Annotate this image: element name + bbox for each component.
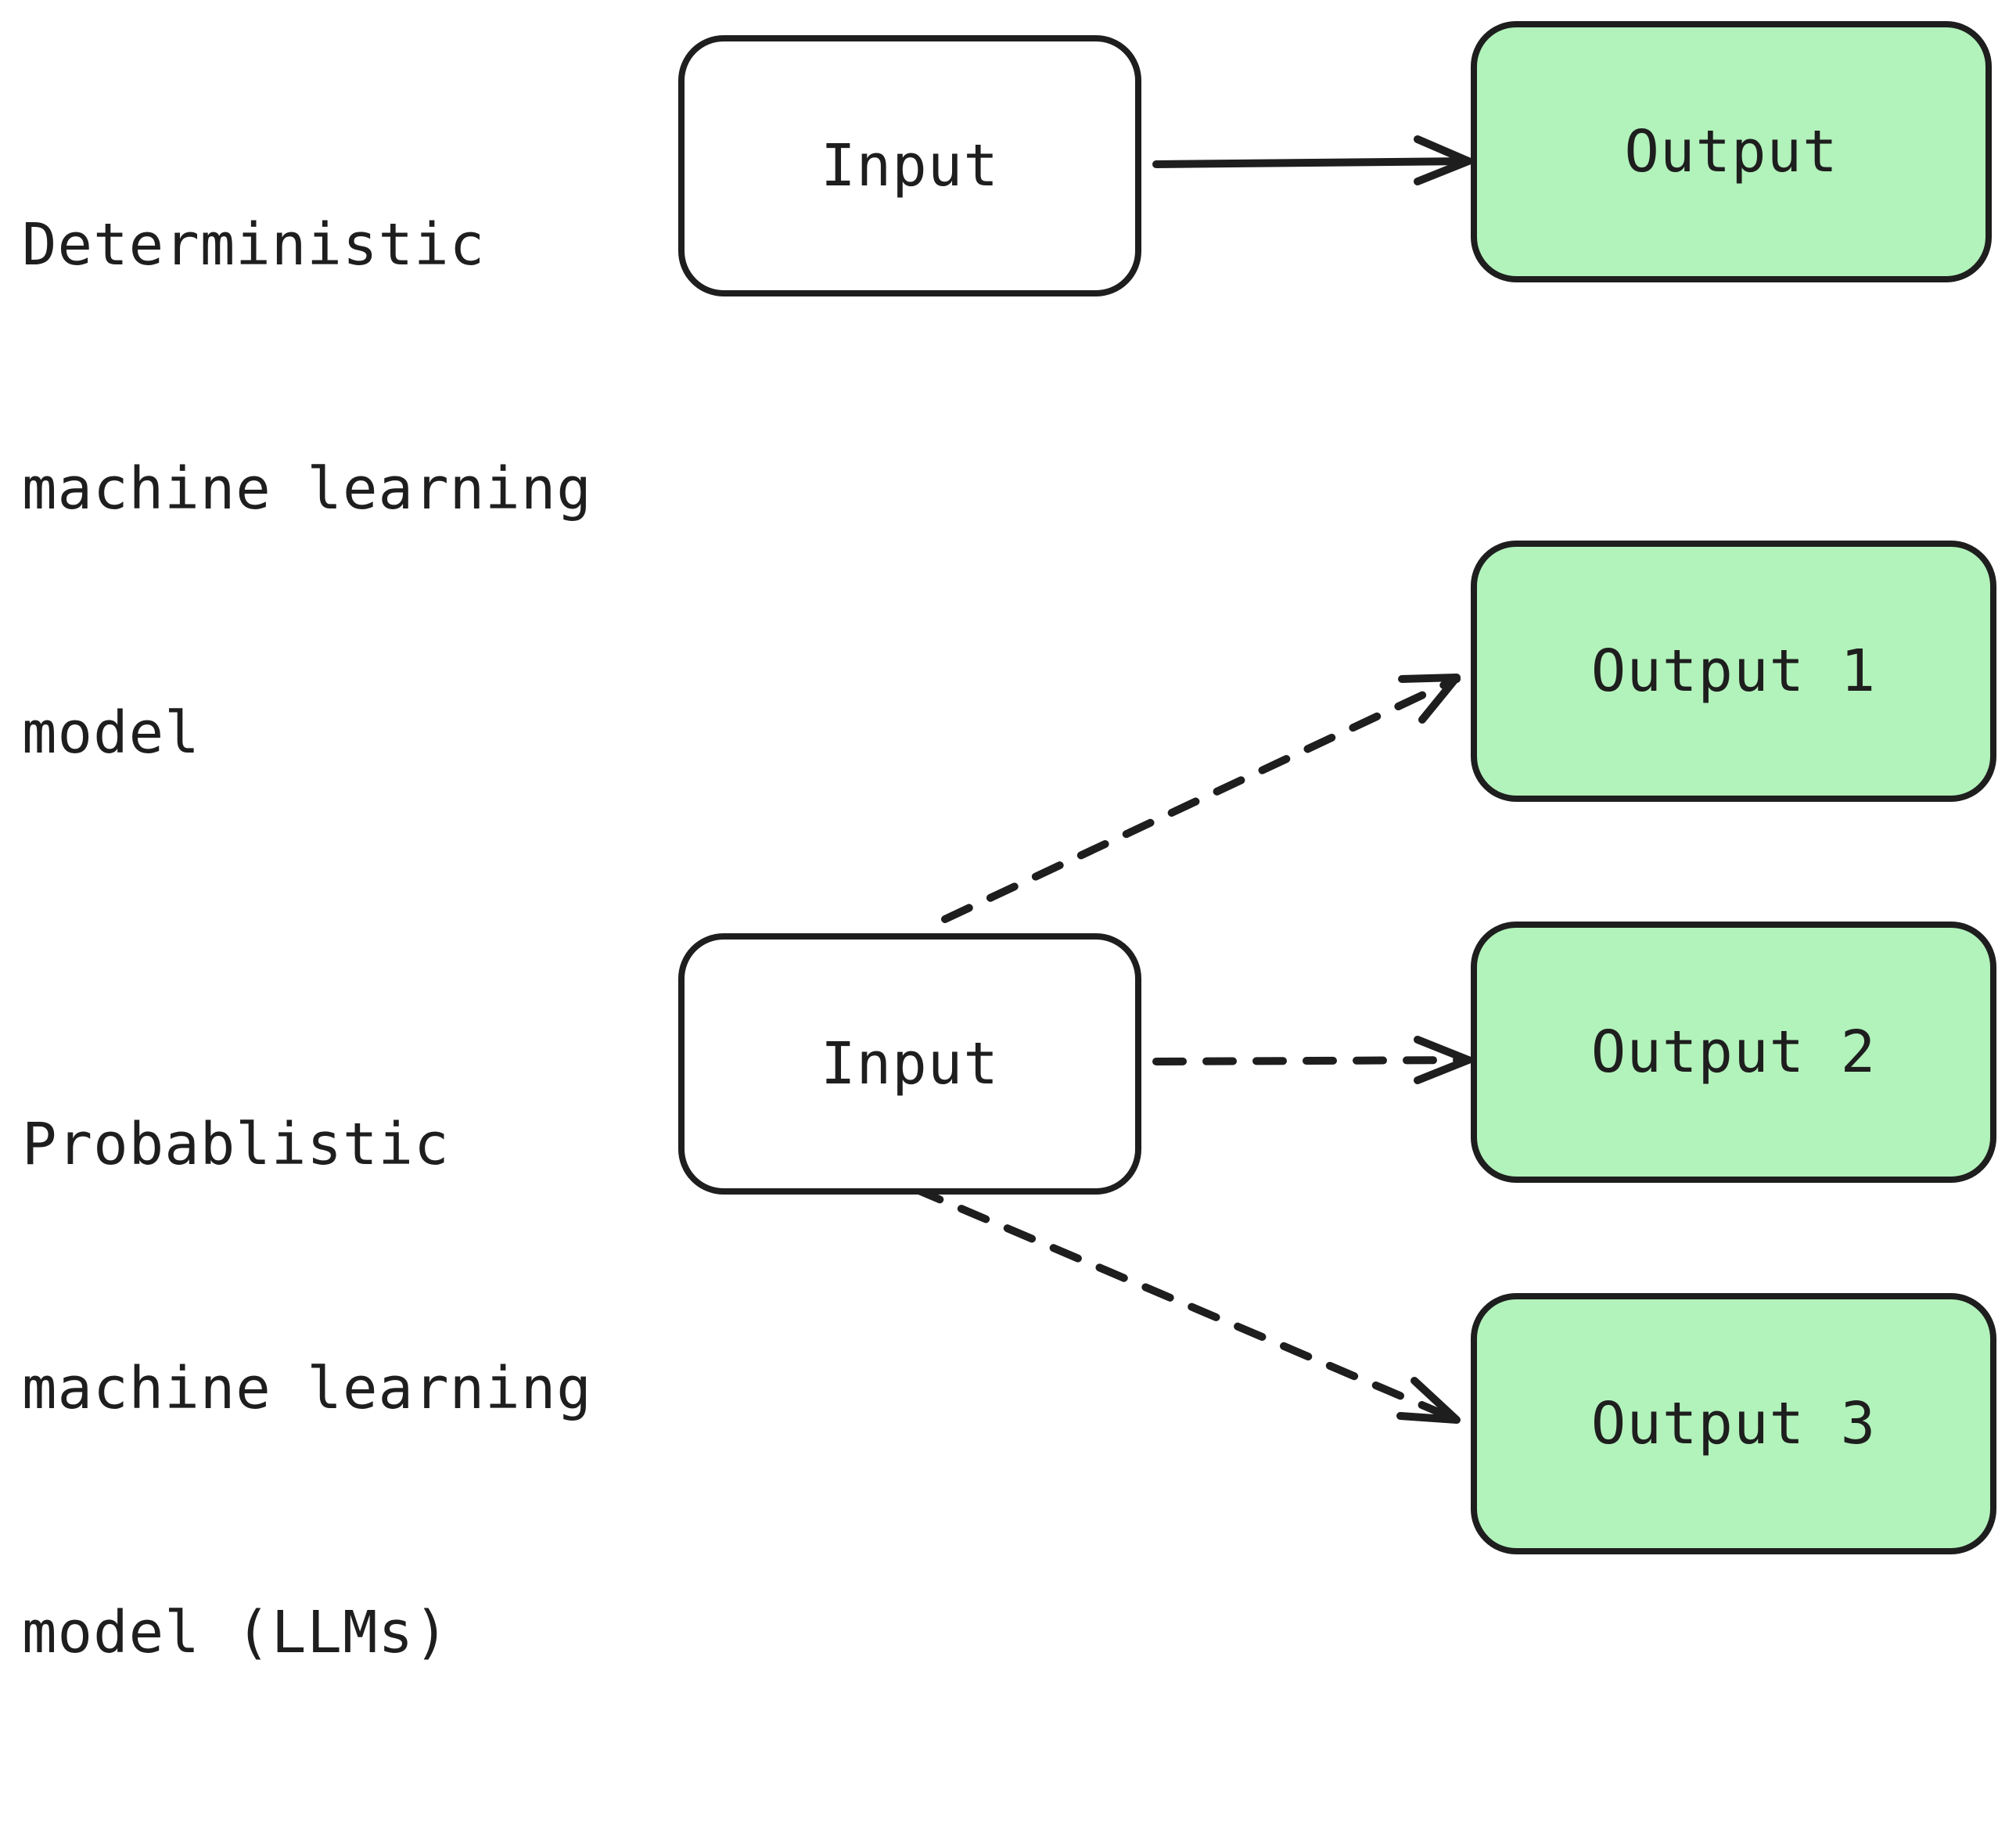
- probabilistic-output-2-box: Output 2: [1471, 922, 1996, 1183]
- probabilistic-output-1-box: Output 1: [1471, 541, 1996, 802]
- probabilistic-caption-line-3: model (LLMs): [22, 1599, 450, 1666]
- deterministic-caption-line-3: model: [22, 699, 200, 767]
- probabilistic-caption: Probablistic machine learning model (LLM…: [22, 941, 592, 1836]
- deterministic-caption-line-1: Deterministic: [22, 211, 486, 278]
- probabilistic-caption-line-2: machine learning: [22, 1355, 592, 1422]
- probabilistic-arrow-output-1: [941, 674, 1461, 923]
- deterministic-arrow: [1152, 135, 1472, 185]
- deterministic-input-box: Input: [678, 35, 1141, 296]
- connector-layer: [911, 135, 1472, 1424]
- probabilistic-output-1-label: Output 1: [1590, 638, 1877, 705]
- probabilistic-arrow-output-3: [911, 1185, 1461, 1424]
- probabilistic-caption-line-1: Probablistic: [22, 1111, 450, 1178]
- deterministic-caption: Deterministic machine learning model: [22, 41, 592, 936]
- probabilistic-output-3-box: Output 3: [1471, 1293, 1996, 1554]
- probabilistic-input-label: Input: [821, 1030, 999, 1098]
- probabilistic-output-2-label: Output 2: [1590, 1019, 1877, 1086]
- deterministic-output-box: Output: [1471, 21, 1992, 282]
- deterministic-input-label: Input: [821, 132, 999, 199]
- diagram-canvas: Deterministic machine learning model Inp…: [22, 21, 1996, 1666]
- probabilistic-input-box: Input: [678, 933, 1141, 1195]
- deterministic-output-label: Output: [1624, 118, 1838, 185]
- probabilistic-output-3-label: Output 3: [1590, 1390, 1877, 1457]
- deterministic-caption-line-2: machine learning: [22, 455, 592, 523]
- probabilistic-arrow-output-2: [1152, 1036, 1472, 1084]
